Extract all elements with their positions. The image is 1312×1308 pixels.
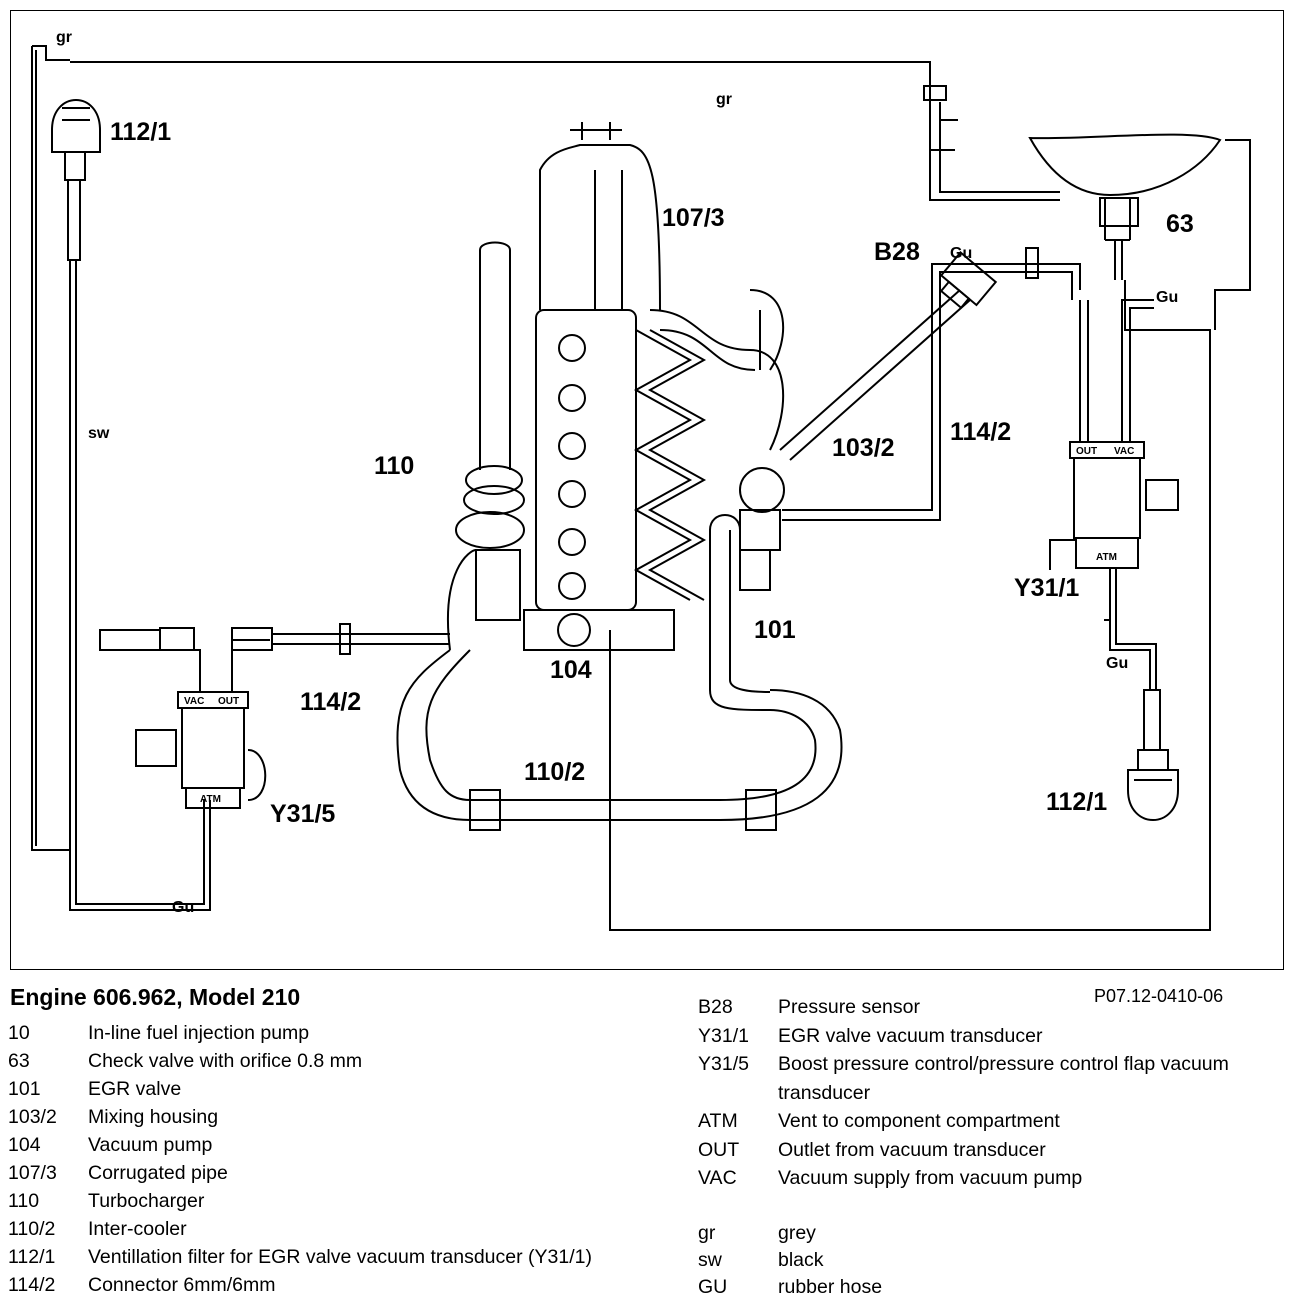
hose-to-check-valve — [929, 102, 1060, 201]
egr-valve-101 — [739, 467, 785, 591]
legend-color-value: black — [778, 1249, 824, 1271]
label-egr: 101 — [754, 616, 796, 644]
label-y31-5: Y31/5 — [270, 800, 335, 828]
label-vac-left: VAC — [184, 696, 204, 707]
label-out-left: OUT — [218, 696, 239, 707]
legend-left-key: 107/3 — [8, 1162, 57, 1184]
label-atm-left: ATM — [200, 794, 221, 805]
legend-left-key: 104 — [8, 1134, 41, 1156]
legend-left-key: 63 — [8, 1050, 30, 1072]
label-gu-lower-right: Gu — [1106, 655, 1128, 672]
legend-left-value: Check valve with orifice 0.8 mm — [88, 1050, 363, 1072]
label-b28: B28 — [874, 238, 920, 266]
vacuum-diagram: gr gr 112/1 sw 107/3 B28 63 Gu Gu 114/2 … — [31, 29, 1251, 931]
filter-112-1-right — [1127, 689, 1179, 821]
legend-left-key: 114/2 — [8, 1274, 56, 1296]
corrugated-pipe-107-3 — [649, 309, 785, 451]
check-valve-63 — [1028, 133, 1222, 197]
engine-block — [523, 309, 707, 651]
figure-code: P07.12-0410-06 — [1094, 986, 1224, 1006]
legend-left-value: Turbocharger — [88, 1190, 205, 1212]
black-hose-sw — [69, 260, 211, 911]
tee-connector-top — [923, 85, 947, 101]
legend-right-key: Y31/5 — [698, 1053, 749, 1075]
turbocharger-110 — [447, 241, 525, 651]
legend-right-value: Vent to component compartment — [778, 1110, 1060, 1132]
intercooler-110-2 — [396, 514, 843, 831]
label-turbo: 110 — [374, 452, 414, 480]
label-y31-1: Y31/1 — [1014, 574, 1079, 602]
label-vac-right: VAC — [1114, 446, 1134, 457]
label-gu-bottom: Gu — [172, 899, 194, 916]
legend-left-value: EGR valve — [88, 1078, 182, 1100]
legend-right-key: OUT — [698, 1138, 740, 1161]
label-out-right: OUT — [1076, 446, 1097, 457]
grey-hose-top — [31, 45, 931, 851]
legend-left-value: Inter-cooler — [88, 1218, 187, 1240]
legend-left-key: 110 — [8, 1190, 40, 1212]
connector-114-2-left — [339, 623, 351, 655]
legend-right-key: Y31/1 — [698, 1024, 749, 1047]
label-atm-right: ATM — [1096, 552, 1117, 563]
legend-right-key: ATM — [698, 1110, 738, 1132]
connector-114-2-right — [1025, 247, 1039, 279]
label-gr-top: gr — [716, 91, 732, 108]
legend-left-value: Vacuum pump — [88, 1134, 213, 1156]
label-filter-left: 112/1 — [110, 118, 171, 146]
label-filter-right: 112/1 — [1046, 788, 1107, 816]
hose-egr-to-y31-1 — [782, 263, 1081, 521]
label-mixing: 103/2 — [832, 434, 895, 462]
legend-right-value: Vacuum supply from vacuum pump — [778, 1167, 1083, 1189]
legend-left-key: 103/2 — [8, 1106, 57, 1128]
legend-right-value: EGR valve vacuum transducer — [778, 1024, 1043, 1047]
legend-left-value: Corrugated pipe — [88, 1162, 228, 1184]
transducer-y31-5 — [99, 627, 273, 809]
legend-right-value: Outlet from vacuum transducer — [778, 1138, 1046, 1161]
legend-left-value: Connector 6mm/6mm — [88, 1274, 276, 1296]
hose-to-connector-left — [272, 633, 450, 645]
label-connector-left: 114/2 — [300, 688, 361, 716]
label-connector-right: 114/2 — [950, 418, 1011, 446]
legend-right-key: B28 — [698, 996, 733, 1018]
label-gr-top-left: gr — [56, 29, 72, 46]
legend-left-value: In-line fuel injection pump — [88, 1022, 310, 1044]
hose-63-down — [609, 280, 1211, 931]
legend-left-key: 110/2 — [8, 1218, 56, 1240]
label-gu-mid: Gu — [950, 245, 972, 262]
legend-left-value: Mixing housing — [88, 1106, 219, 1128]
legend-color-value: rubber hose — [778, 1276, 883, 1298]
b28-line — [779, 289, 961, 451]
legend-left-value: Ventillation filter for EGR valve vacuum… — [88, 1246, 592, 1268]
legend-color-key: sw — [698, 1249, 722, 1271]
legend-left: 10 In-line fuel injection pump 63 Check val… — [8, 1022, 688, 1302]
legend-left-key: 112/1 — [8, 1246, 56, 1268]
diagram-caption: Engine 606.962, Model 210 — [10, 984, 301, 1010]
label-check-valve: 63 — [1166, 210, 1194, 238]
label-gu-right: Gu — [1156, 289, 1178, 306]
label-pump: 104 — [550, 656, 592, 684]
diagram-frame — [10, 10, 1284, 970]
filter-112-1-left — [51, 99, 101, 261]
fuel-injection-pump — [539, 122, 661, 311]
label-corrugated: 107/3 — [662, 204, 725, 232]
legend-left-key: 101 — [8, 1078, 41, 1100]
transducer-y31-1 — [1049, 299, 1179, 621]
legend-right-key: VAC — [698, 1167, 737, 1189]
legend-right-value: transducer — [778, 1081, 871, 1104]
legend-left-key: 10 — [8, 1022, 30, 1044]
legend-right-value: Boost pressure control/pressure control … — [778, 1053, 1229, 1075]
legend-color-value: grey — [778, 1222, 816, 1244]
label-sw: sw — [88, 425, 110, 442]
legend-color-key: GU — [698, 1276, 728, 1298]
legend-right-value: Pressure sensor — [778, 996, 920, 1018]
legend-color-key: gr — [698, 1222, 716, 1244]
label-intercooler: 110/2 — [524, 758, 585, 786]
